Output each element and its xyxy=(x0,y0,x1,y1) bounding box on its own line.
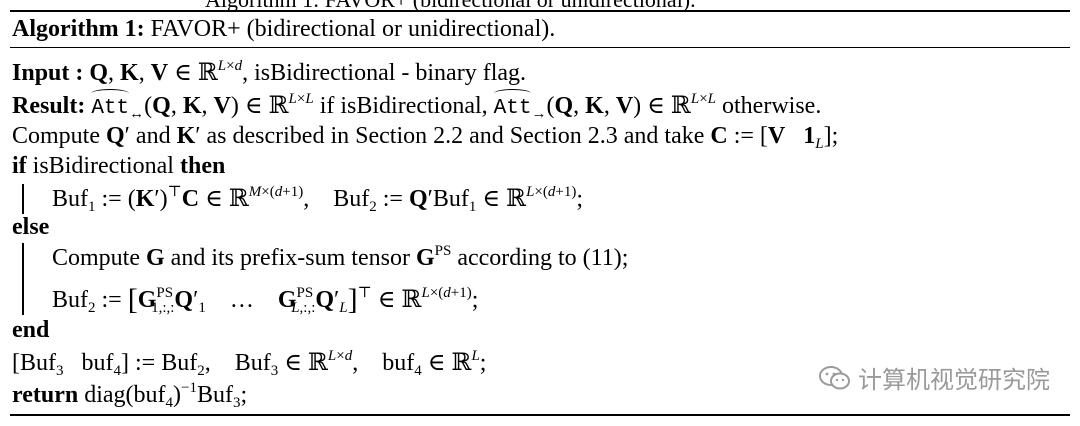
cutoff-text-above: Algorithm 1: FAVOR+ (bidirectional or un… xyxy=(205,0,696,13)
prefix-mid: and its prefix-sum tensor xyxy=(170,245,410,271)
compute-post: as described in Section 2.2 and Section … xyxy=(206,123,705,149)
if-block-bar xyxy=(22,184,24,214)
result-label: Result: xyxy=(12,93,86,119)
algorithm-title-label: Algorithm 1: xyxy=(12,16,145,42)
else-keyword: else xyxy=(12,214,50,240)
compute-pre: Compute xyxy=(12,123,100,149)
buf2-line: Buf2 := [GPS1,:,:Q′1 … GPSL,:,:Q′L]⊤ ∈ ℝ… xyxy=(52,283,479,316)
buf-line: Buf1 := (K′)⊤C ∈ ℝM×(d+1), Buf2 := Q′Buf… xyxy=(52,184,584,215)
input-math: Q, K, V ∈ ℝL×d, xyxy=(89,58,255,87)
else-block-bar xyxy=(22,243,24,315)
prefix-line: Compute G and its prefix-sum tensor GPS … xyxy=(52,243,629,272)
compute-and: and xyxy=(135,123,171,149)
prefix-post: according to (11); xyxy=(457,245,629,271)
prefix-pre: Compute xyxy=(52,245,140,271)
result-if: if isBidirectional, xyxy=(319,93,488,119)
watermark: 计算机视觉研究院 xyxy=(818,360,1050,395)
input-flag: isBidirectional - binary flag. xyxy=(254,60,527,86)
input-label: Input : xyxy=(12,60,84,86)
return-keyword: return xyxy=(12,382,79,408)
result-math-bidir: Att↔(Q, K, V) ∈ ℝL×L xyxy=(91,89,314,122)
end-keyword: end xyxy=(12,317,50,343)
result-line: Result: Att↔(Q, K, V) ∈ ℝL×L if isBidire… xyxy=(12,89,822,124)
wechat-icon xyxy=(819,365,850,389)
watermark-text: 计算机视觉研究院 xyxy=(858,366,1050,394)
return-line: return diag(buf4)−1Buf3; xyxy=(12,380,248,411)
if-line: if isBidirectional then xyxy=(12,151,225,181)
compute-q: Q′ xyxy=(106,123,130,149)
result-otherwise: otherwise. xyxy=(722,93,822,119)
split-line: [Buf3 buf4] := Buf2, Buf3 ∈ ℝL×d, buf4 ∈… xyxy=(12,348,487,379)
if-keyword: if xyxy=(12,153,27,179)
algorithm-title-text: FAVOR+ (bidirectional or unidirectional)… xyxy=(150,16,556,42)
compute-k: K′ xyxy=(176,123,201,149)
end-line: end xyxy=(12,315,49,345)
bottom-rule xyxy=(10,414,1070,416)
if-condition: isBidirectional xyxy=(32,153,174,179)
result-math-unidir: Att→(Q, K, V) ∈ ℝL×L xyxy=(493,89,717,122)
algorithm-title: Algorithm 1: FAVOR+ (bidirectional or un… xyxy=(12,14,555,44)
top-rule xyxy=(10,10,1070,12)
then-keyword: then xyxy=(179,153,226,179)
return-math: diag(buf4)−1Buf3; xyxy=(84,380,248,411)
compute-line: Compute Q′ and K′ as described in Sectio… xyxy=(12,121,839,152)
title-rule xyxy=(10,47,1070,49)
input-line: Input : Q, K, V ∈ ℝL×d, isBidirectional … xyxy=(12,58,526,88)
compute-c-math: C := [V 1L]; xyxy=(710,123,839,152)
else-line: else xyxy=(12,212,49,242)
